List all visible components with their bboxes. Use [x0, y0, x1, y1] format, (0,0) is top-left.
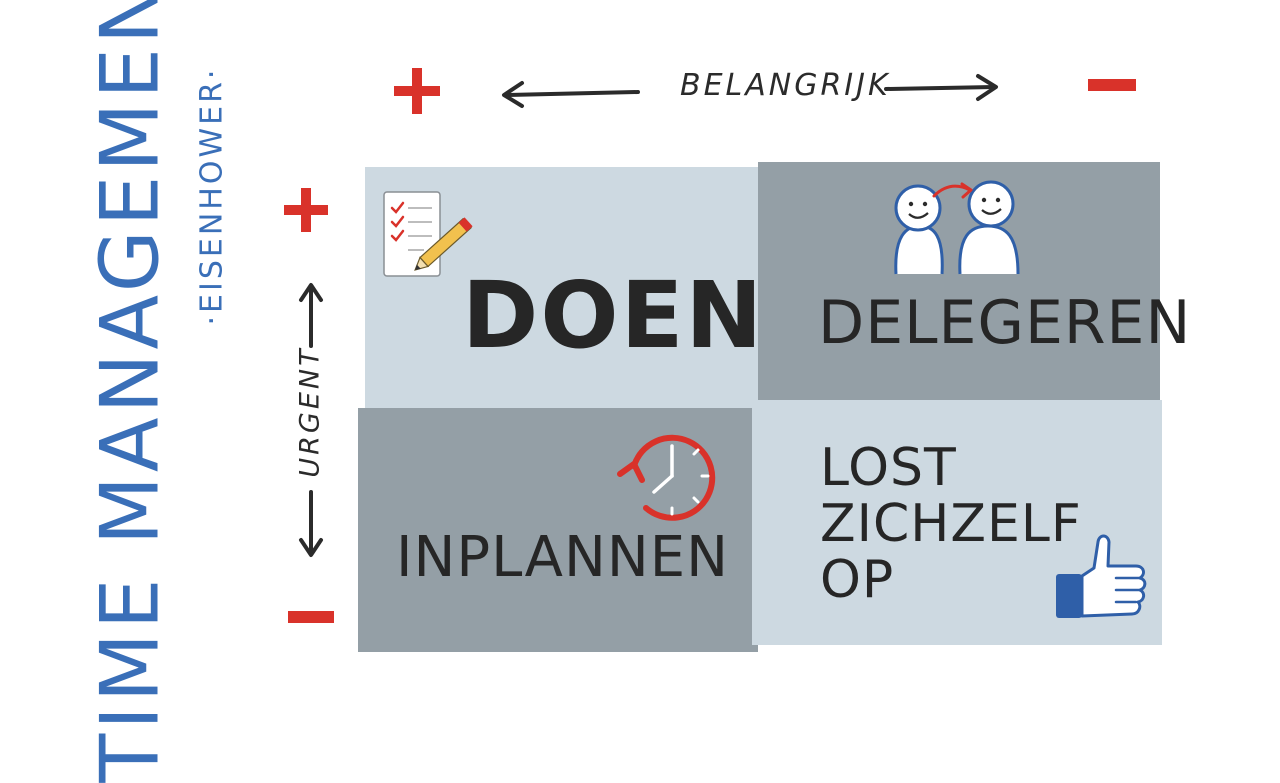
urgency-plus-sign — [282, 186, 330, 234]
urgency-axis-label: URGENT — [294, 346, 326, 478]
importance-minus-sign — [1088, 79, 1136, 91]
checklist-pencil-icon — [383, 191, 473, 277]
arrow-left-icon — [502, 81, 640, 108]
thumbs-up-icon — [1056, 534, 1147, 618]
quadrant-schedule — [358, 408, 758, 652]
quadrant-eliminate-label: LOST ZICHZELF OP — [820, 438, 1082, 610]
importance-axis-label: BELANGRIJK — [680, 68, 891, 103]
clock-reschedule-icon — [617, 434, 716, 521]
page-subtitle: ·EISENHOWER· — [194, 66, 230, 326]
arrow-down-icon — [299, 490, 323, 557]
arrow-up-icon — [299, 283, 323, 348]
arrow-right-icon — [884, 74, 998, 101]
urgency-minus-sign — [288, 611, 334, 623]
page-title: TIME MANAGEMENT — [83, 0, 177, 783]
quadrant-do-label: DOEN — [462, 262, 765, 369]
quadrant-schedule-label: INPLANNEN — [396, 525, 730, 590]
quadrant-delegate-label: DELEGEREN — [818, 288, 1192, 358]
two-people-delegate-icon — [894, 180, 1020, 275]
quadrant-delegate — [758, 162, 1160, 408]
importance-plus-sign — [392, 66, 442, 116]
